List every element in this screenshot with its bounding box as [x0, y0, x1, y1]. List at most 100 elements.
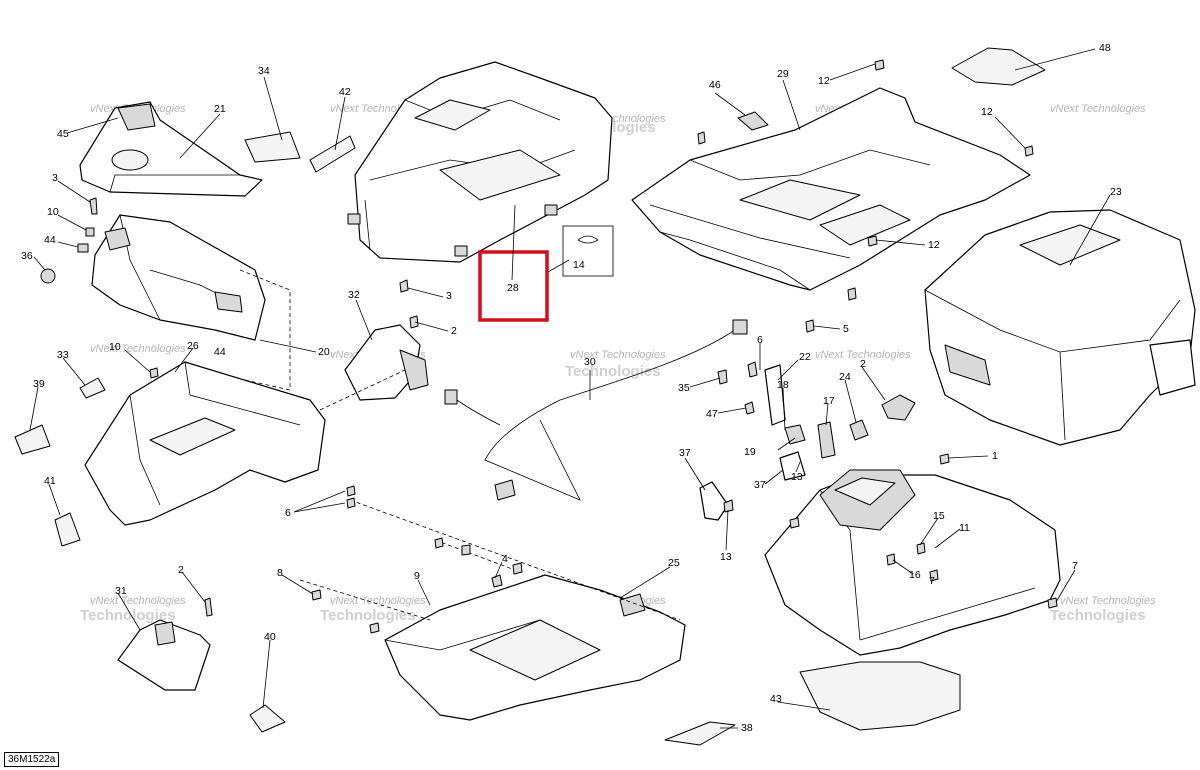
callout-9: 9	[414, 570, 420, 582]
callout-5: 5	[843, 323, 849, 335]
part-30-harness	[444, 319, 748, 501]
callout-2: 2	[451, 325, 457, 337]
callout-37b: 37	[754, 479, 766, 491]
callout-29: 29	[777, 68, 789, 80]
part-40-sticker	[249, 704, 286, 733]
callout-24: 24	[839, 371, 851, 383]
callout-10: 10	[47, 206, 59, 218]
callout-3: 3	[52, 172, 58, 184]
callout-1: 1	[992, 450, 998, 462]
part-14-inset	[562, 225, 614, 277]
fastener-group	[717, 361, 869, 459]
watermark: vNext Technologies	[815, 349, 911, 361]
callout-6b: 6	[285, 507, 291, 519]
callout-18: 18	[777, 379, 789, 391]
callout-12: 12	[818, 75, 830, 87]
callout-30: 30	[584, 356, 596, 368]
callout-20: 20	[318, 346, 330, 358]
part-21-cover	[79, 101, 263, 197]
callout-28: 28	[507, 282, 519, 294]
callout-19: 19	[744, 446, 756, 458]
screws	[149, 59, 1058, 634]
callout-labels: 45 21 34 42 3 10 44 36 33 39 41 26 20 10…	[21, 42, 1122, 734]
callout-6: 6	[757, 334, 763, 346]
callout-4: 4	[502, 553, 508, 565]
part-10-clip	[85, 227, 95, 237]
part-37-bracket	[779, 451, 806, 481]
watermark: Technologies	[1050, 607, 1146, 624]
callout-25: 25	[668, 557, 680, 569]
part-31-bracket	[117, 619, 211, 691]
watermark: vNext Technologies	[90, 595, 186, 607]
part-38-plate	[664, 721, 736, 746]
callout-8: 8	[277, 567, 283, 579]
callout-3b: 3	[446, 290, 452, 302]
part-43-cover	[799, 661, 961, 731]
part-23-bin	[924, 209, 1196, 446]
callout-45: 45	[57, 128, 69, 140]
part-3-screw	[89, 197, 98, 215]
callout-7: 7	[929, 575, 935, 587]
part-34-plate	[244, 131, 301, 163]
part-33-sticker	[79, 377, 106, 399]
callout-48: 48	[1099, 42, 1111, 54]
callout-12b: 12	[981, 106, 993, 118]
callout-7b: 7	[1072, 560, 1078, 572]
callout-17: 17	[823, 395, 835, 407]
watermark: vNext Technologies	[1060, 595, 1156, 607]
part-46-badge	[737, 111, 769, 131]
watermark: Technologies	[80, 607, 176, 624]
callout-31: 31	[115, 585, 127, 597]
part-32-bracket	[344, 324, 429, 401]
watermark: Technologies	[320, 607, 416, 624]
callout-35: 35	[678, 382, 690, 394]
callout-22: 22	[799, 351, 811, 363]
part-36-grommet	[40, 268, 56, 284]
callout-10b: 10	[109, 341, 121, 353]
callout-15: 15	[933, 510, 945, 522]
callout-23: 23	[1110, 186, 1122, 198]
callout-40: 40	[264, 631, 276, 643]
callout-16: 16	[909, 569, 921, 581]
callout-11: 11	[959, 522, 970, 534]
watermark: vNext Technologies	[330, 595, 426, 607]
callout-39: 39	[33, 378, 45, 390]
callout-32: 32	[348, 289, 360, 301]
part-26-panel	[84, 361, 326, 526]
part-44-clip	[77, 243, 89, 253]
callout-42: 42	[339, 86, 351, 98]
part-37-bracket	[699, 481, 729, 521]
callout-2c: 2	[860, 358, 866, 370]
part-24-knob	[881, 394, 916, 421]
callout-21: 21	[214, 103, 226, 115]
callout-36: 36	[21, 250, 33, 262]
callout-38: 38	[741, 722, 753, 734]
callout-43: 43	[770, 693, 782, 705]
callout-44b: 44	[214, 346, 226, 358]
callout-37: 37	[679, 447, 691, 459]
part-29-floor	[631, 87, 1031, 291]
callout-46: 46	[709, 79, 721, 91]
watermark: vNext Technologies	[1050, 103, 1146, 115]
drawing-code-label: 36M1522a	[4, 752, 60, 767]
part-39-sticker	[14, 424, 51, 455]
callout-47: 47	[706, 408, 718, 420]
watermark: vNext Technologies	[90, 343, 186, 355]
part-42-strip	[309, 135, 356, 173]
part-tray-assembly	[764, 469, 1061, 656]
callout-13b: 13	[720, 551, 732, 563]
callout-44: 44	[44, 234, 56, 246]
callout-14: 14	[573, 259, 585, 271]
callout-26: 26	[187, 340, 199, 352]
callout-2b: 2	[178, 564, 184, 576]
part-25-panel	[384, 574, 686, 721]
watermark: vNext Technologies	[570, 349, 666, 361]
callout-34: 34	[258, 65, 270, 77]
callout-33: 33	[57, 349, 69, 361]
part-bracket-left	[91, 214, 266, 341]
callout-13: 13	[791, 471, 803, 483]
leader-lines	[29, 48, 1111, 729]
callout-41: 41	[44, 475, 56, 487]
watermark: Technologies	[565, 363, 661, 380]
